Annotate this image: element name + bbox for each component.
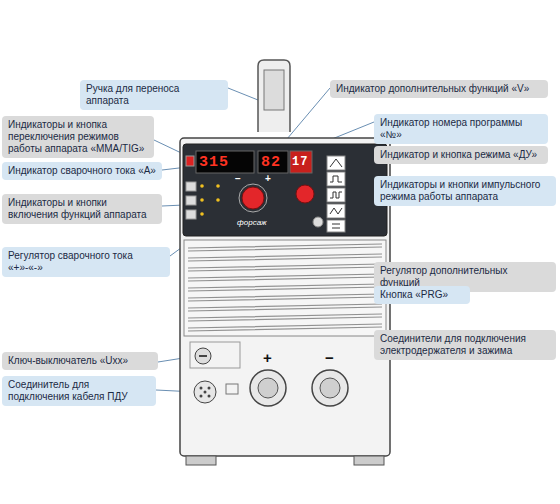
switch-plate	[190, 342, 240, 368]
knob-sign: −	[235, 174, 241, 184]
callout-box: Индикаторы и кнопки импульсного режима р…	[374, 176, 556, 206]
minus-terminal	[312, 370, 348, 406]
callout-text: Индикаторы и кнопка переключения режимов…	[8, 119, 148, 155]
callout-box: Индикатор сварочного тока «А»	[2, 162, 162, 180]
callout-box: Соединитель для подключения кабеля ПДУ	[2, 376, 156, 406]
callout-box: Индикаторы и кнопка переключения режимов…	[2, 116, 154, 158]
knob-sign: +	[265, 174, 271, 184]
callout-text: Ключ-выключатель «Uxx»	[8, 355, 152, 367]
control-panel	[183, 144, 387, 236]
current-display	[196, 151, 254, 173]
callout-box: Регулятор сварочного тока «+»-«-»	[2, 247, 170, 277]
polarity-sign: +	[263, 350, 272, 365]
ventilation-grille	[184, 240, 386, 336]
callout-text: Индикатор дополнительных функций «V»	[336, 83, 542, 95]
current-knob	[242, 187, 264, 209]
function-knob	[296, 185, 314, 203]
prg-button	[313, 217, 323, 227]
callout-text: Соединители для подключения электродержа…	[380, 333, 550, 357]
grille-louvers	[188, 244, 382, 331]
callout-box: Индикаторы и кнопки включения функций ап…	[2, 194, 162, 224]
uxx-key-switch	[195, 348, 211, 364]
callout-text: Индикаторы и кнопки включения функций ап…	[8, 197, 156, 221]
foot	[186, 456, 216, 465]
callout-box: Соединители для подключения электродержа…	[374, 330, 556, 360]
carry-handle	[258, 60, 290, 132]
plus-terminal	[250, 370, 286, 406]
callout-text: Индикатор номера программы «№»	[380, 117, 542, 141]
brand-name: форсаж	[237, 219, 267, 227]
current-knob-ring	[239, 184, 267, 212]
display-digits: 82	[261, 155, 281, 170]
callout-box: Индикатор номера программы «№»	[374, 114, 548, 144]
callout-text: Соединитель для подключения кабеля ПДУ	[8, 379, 150, 403]
remote-connector	[194, 381, 216, 403]
callout-box: Кнопка «PRG»	[374, 286, 470, 304]
callout-text: Регулятор сварочного тока «+»-«-»	[8, 250, 164, 274]
callout-text: Ручка для переноса аппарата	[86, 83, 222, 107]
callout-box: Ручка для переноса аппарата	[80, 80, 228, 110]
display-digits: 17	[292, 156, 308, 168]
pulse-icons	[330, 159, 342, 228]
callout-text: Кнопка «PRG»	[380, 289, 464, 301]
display-digits: 315	[199, 155, 229, 170]
callout-text: Индикаторы и кнопки импульсного режима р…	[380, 179, 550, 203]
callout-box: Индикатор и кнопка режима «ДУ»	[374, 146, 548, 164]
callout-box: Индикатор дополнительных функций «V»	[330, 80, 548, 98]
callout-text: Индикатор и кнопка режима «ДУ»	[380, 149, 542, 161]
handle-grip	[264, 70, 284, 110]
pulse-buttons	[327, 156, 345, 232]
foot	[354, 456, 384, 465]
welder-housing	[180, 138, 390, 456]
callout-text: Индикатор сварочного тока «А»	[8, 165, 156, 177]
program-display	[290, 151, 312, 173]
callout-box: Ключ-выключатель «Uxx»	[2, 352, 158, 370]
polarity-sign: −	[325, 350, 334, 365]
voltage-display	[258, 151, 288, 173]
